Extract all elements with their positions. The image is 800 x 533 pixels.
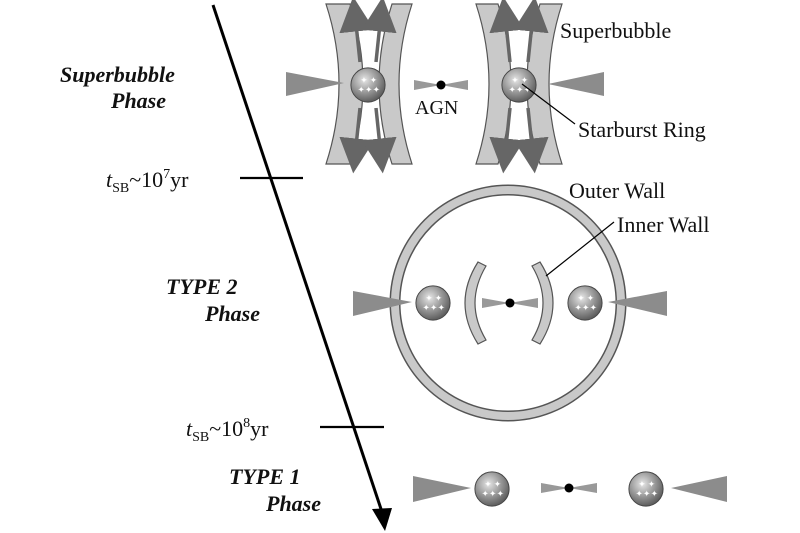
cloud-left-sb xyxy=(286,72,344,96)
cloud-left-t2 xyxy=(353,291,412,316)
cloud-right-t1 xyxy=(671,476,727,502)
starburst-ball-left-t1 xyxy=(474,471,510,507)
starburst-ball-right-t1 xyxy=(628,471,664,507)
tick-label-1e8: tSB~108yr xyxy=(186,416,269,445)
label-inner-wall: Inner Wall xyxy=(617,212,710,237)
starburst-ball-right-t2 xyxy=(567,285,603,321)
agn-core-t2 xyxy=(505,298,515,308)
inner-wall-right xyxy=(531,261,554,345)
inner-wall-left xyxy=(464,261,487,345)
phase-label-type2-1: TYPE 2 xyxy=(166,274,238,299)
cloud-right-sb xyxy=(548,72,604,96)
agn-core-t1 xyxy=(564,483,574,493)
phase-label-superbubble-2: Phase xyxy=(110,88,166,113)
cloud-left-t1 xyxy=(413,476,471,502)
phase-label-type2-2: Phase xyxy=(204,301,260,326)
label-superbubble: Superbubble xyxy=(560,18,671,43)
starburst-ball-left-sb xyxy=(350,67,386,103)
starburst-ball-right-sb xyxy=(501,67,537,103)
timeline: tSB~107yr tSB~108yr xyxy=(106,4,392,531)
superbubble-wall-left-inner xyxy=(378,3,413,165)
superbubble-phase-figure: Superbubble AGN Starburst Ring xyxy=(286,0,706,174)
leader-inner-wall xyxy=(545,221,615,277)
tick-label-1e7: tSB~107yr xyxy=(106,167,189,196)
starburst-ball-left-t2 xyxy=(415,285,451,321)
label-outer-wall: Outer Wall xyxy=(569,178,665,203)
type1-phase-figure xyxy=(413,471,727,507)
phase-label-superbubble-1: Superbubble xyxy=(60,62,175,87)
label-starburst-ring: Starburst Ring xyxy=(578,117,706,142)
agn-core-sb xyxy=(436,80,446,90)
type2-phase-figure: Outer Wall Inner Wall xyxy=(353,178,710,422)
outflow-arrows xyxy=(339,0,549,174)
phase-label-type1-1: TYPE 1 xyxy=(229,464,301,489)
time-arrow-head xyxy=(372,508,392,531)
cloud-right-t2 xyxy=(608,291,667,316)
leader-starburst-ring xyxy=(521,83,576,125)
phase-label-type1-2: Phase xyxy=(265,491,321,516)
label-agn: AGN xyxy=(415,97,458,119)
